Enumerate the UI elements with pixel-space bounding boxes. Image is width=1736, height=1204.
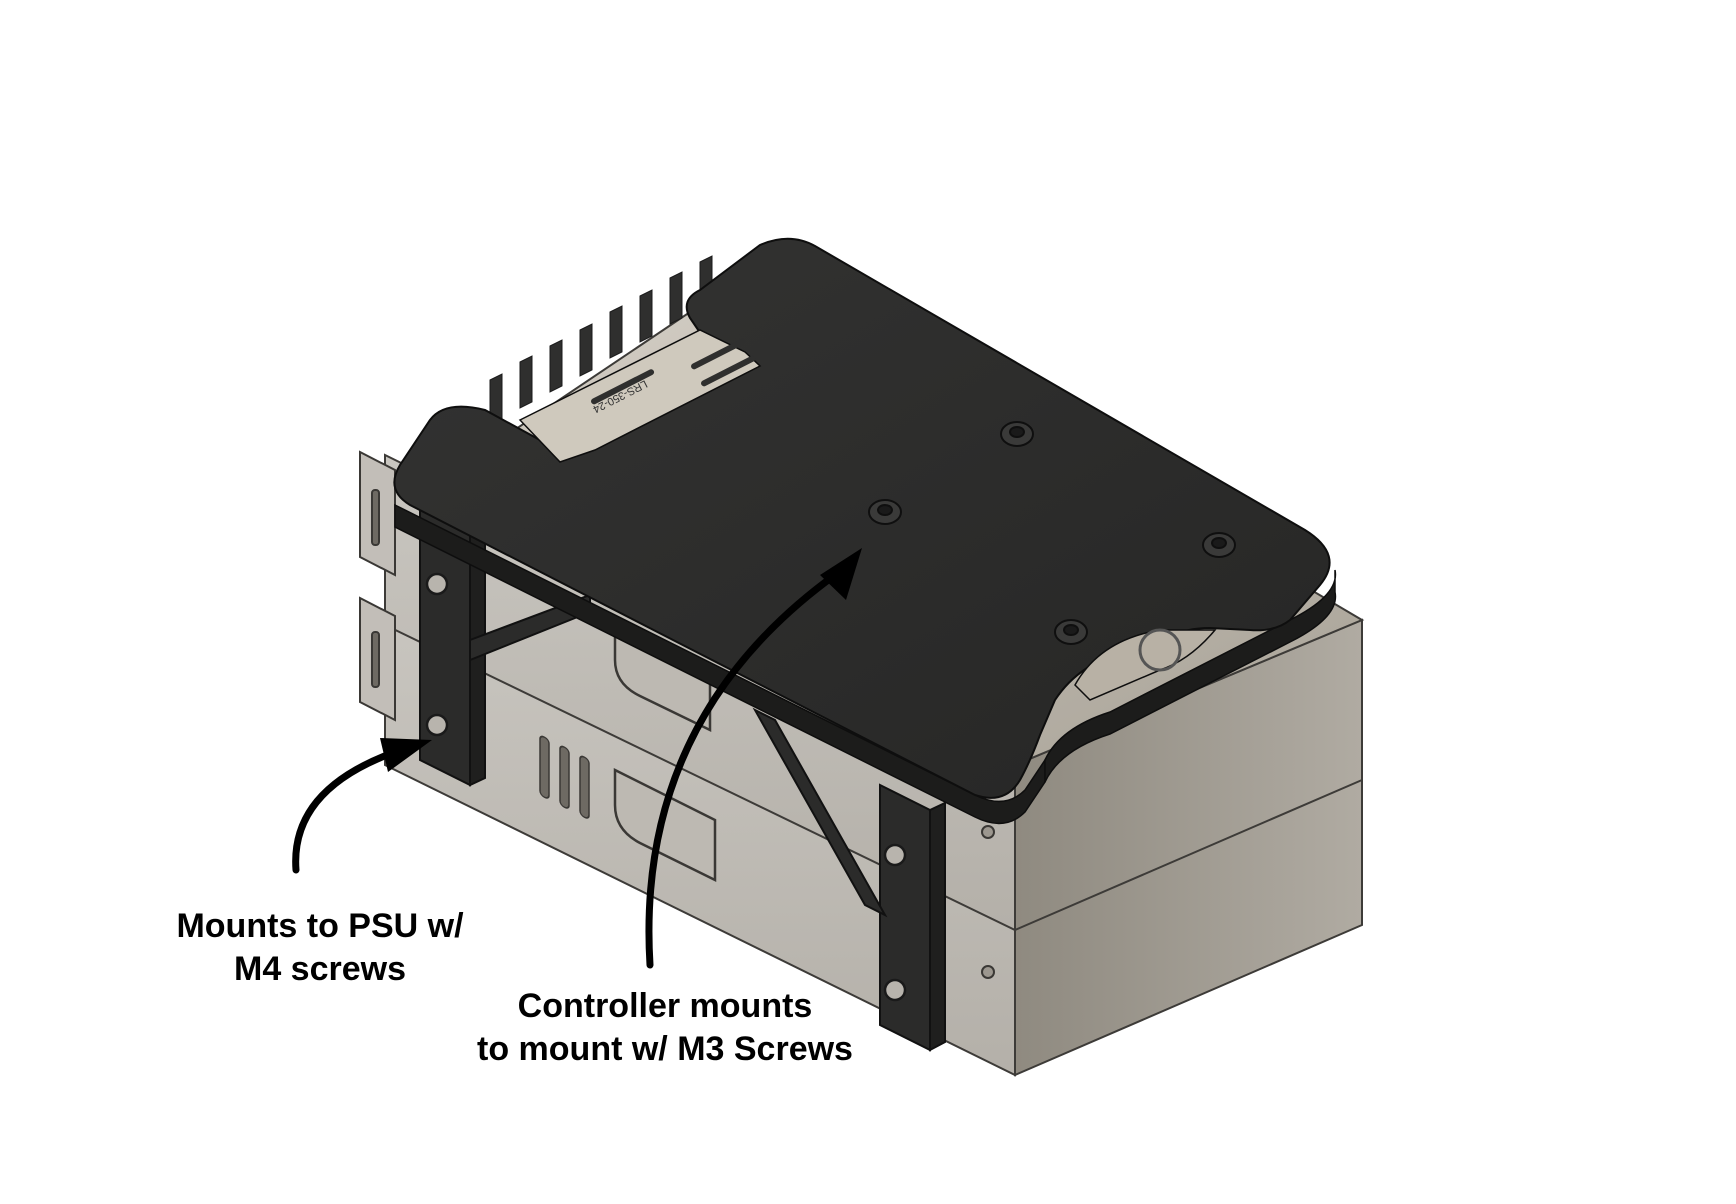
- callout-arrows: [292, 571, 839, 969]
- fan-icon: [1138, 628, 1182, 672]
- upper-psu-screw: [981, 825, 995, 839]
- controller-arrow: [645, 571, 839, 969]
- bracket-screws: [425, 572, 907, 1002]
- bracket-right-brace: [752, 707, 888, 918]
- arrow-heads: [380, 548, 862, 772]
- upper-psu-handle: [613, 628, 712, 732]
- controller-mount-callout: Controller mounts to mount w/ M3 Screws: [430, 985, 900, 1071]
- controller-arrow-head: [820, 548, 862, 600]
- lower-psu-vents: [539, 735, 590, 819]
- lower-psu-handle: [613, 767, 717, 883]
- psu-mount-callout: Mounts to PSU w/ M4 screws: [130, 905, 510, 991]
- bracket-screw-icon: [425, 572, 449, 596]
- bracket-screw-icon: [883, 843, 907, 867]
- lower-psu-screw: [981, 965, 995, 979]
- bracket-screw-icon: [883, 978, 907, 1002]
- controller-mount-callout-line2: to mount w/ M3 Screws: [477, 1030, 853, 1068]
- psu-screw-arrow: [292, 748, 399, 874]
- plate-screws: [868, 421, 1236, 645]
- psu-mount-callout-line1: Mounts to PSU w/: [176, 907, 464, 945]
- controller-plate: LRS-350-24: [393, 237, 1337, 825]
- psu-mount-callout-line2: M4 screws: [234, 950, 406, 988]
- plate-edge-right: [1044, 569, 1337, 783]
- plate-screw-icon: [1000, 421, 1034, 447]
- plate-screw-icon: [1202, 532, 1236, 558]
- bracket-screw-icon: [425, 713, 449, 737]
- plate-screw-icon: [868, 499, 902, 525]
- heatsink-label-area: [591, 338, 756, 405]
- controller-mount-callout-line1: Controller mounts: [517, 987, 813, 1025]
- psu-arrow-head: [380, 738, 432, 772]
- plate-screw-icon: [1054, 619, 1088, 645]
- psu-end-plates: [359, 450, 396, 722]
